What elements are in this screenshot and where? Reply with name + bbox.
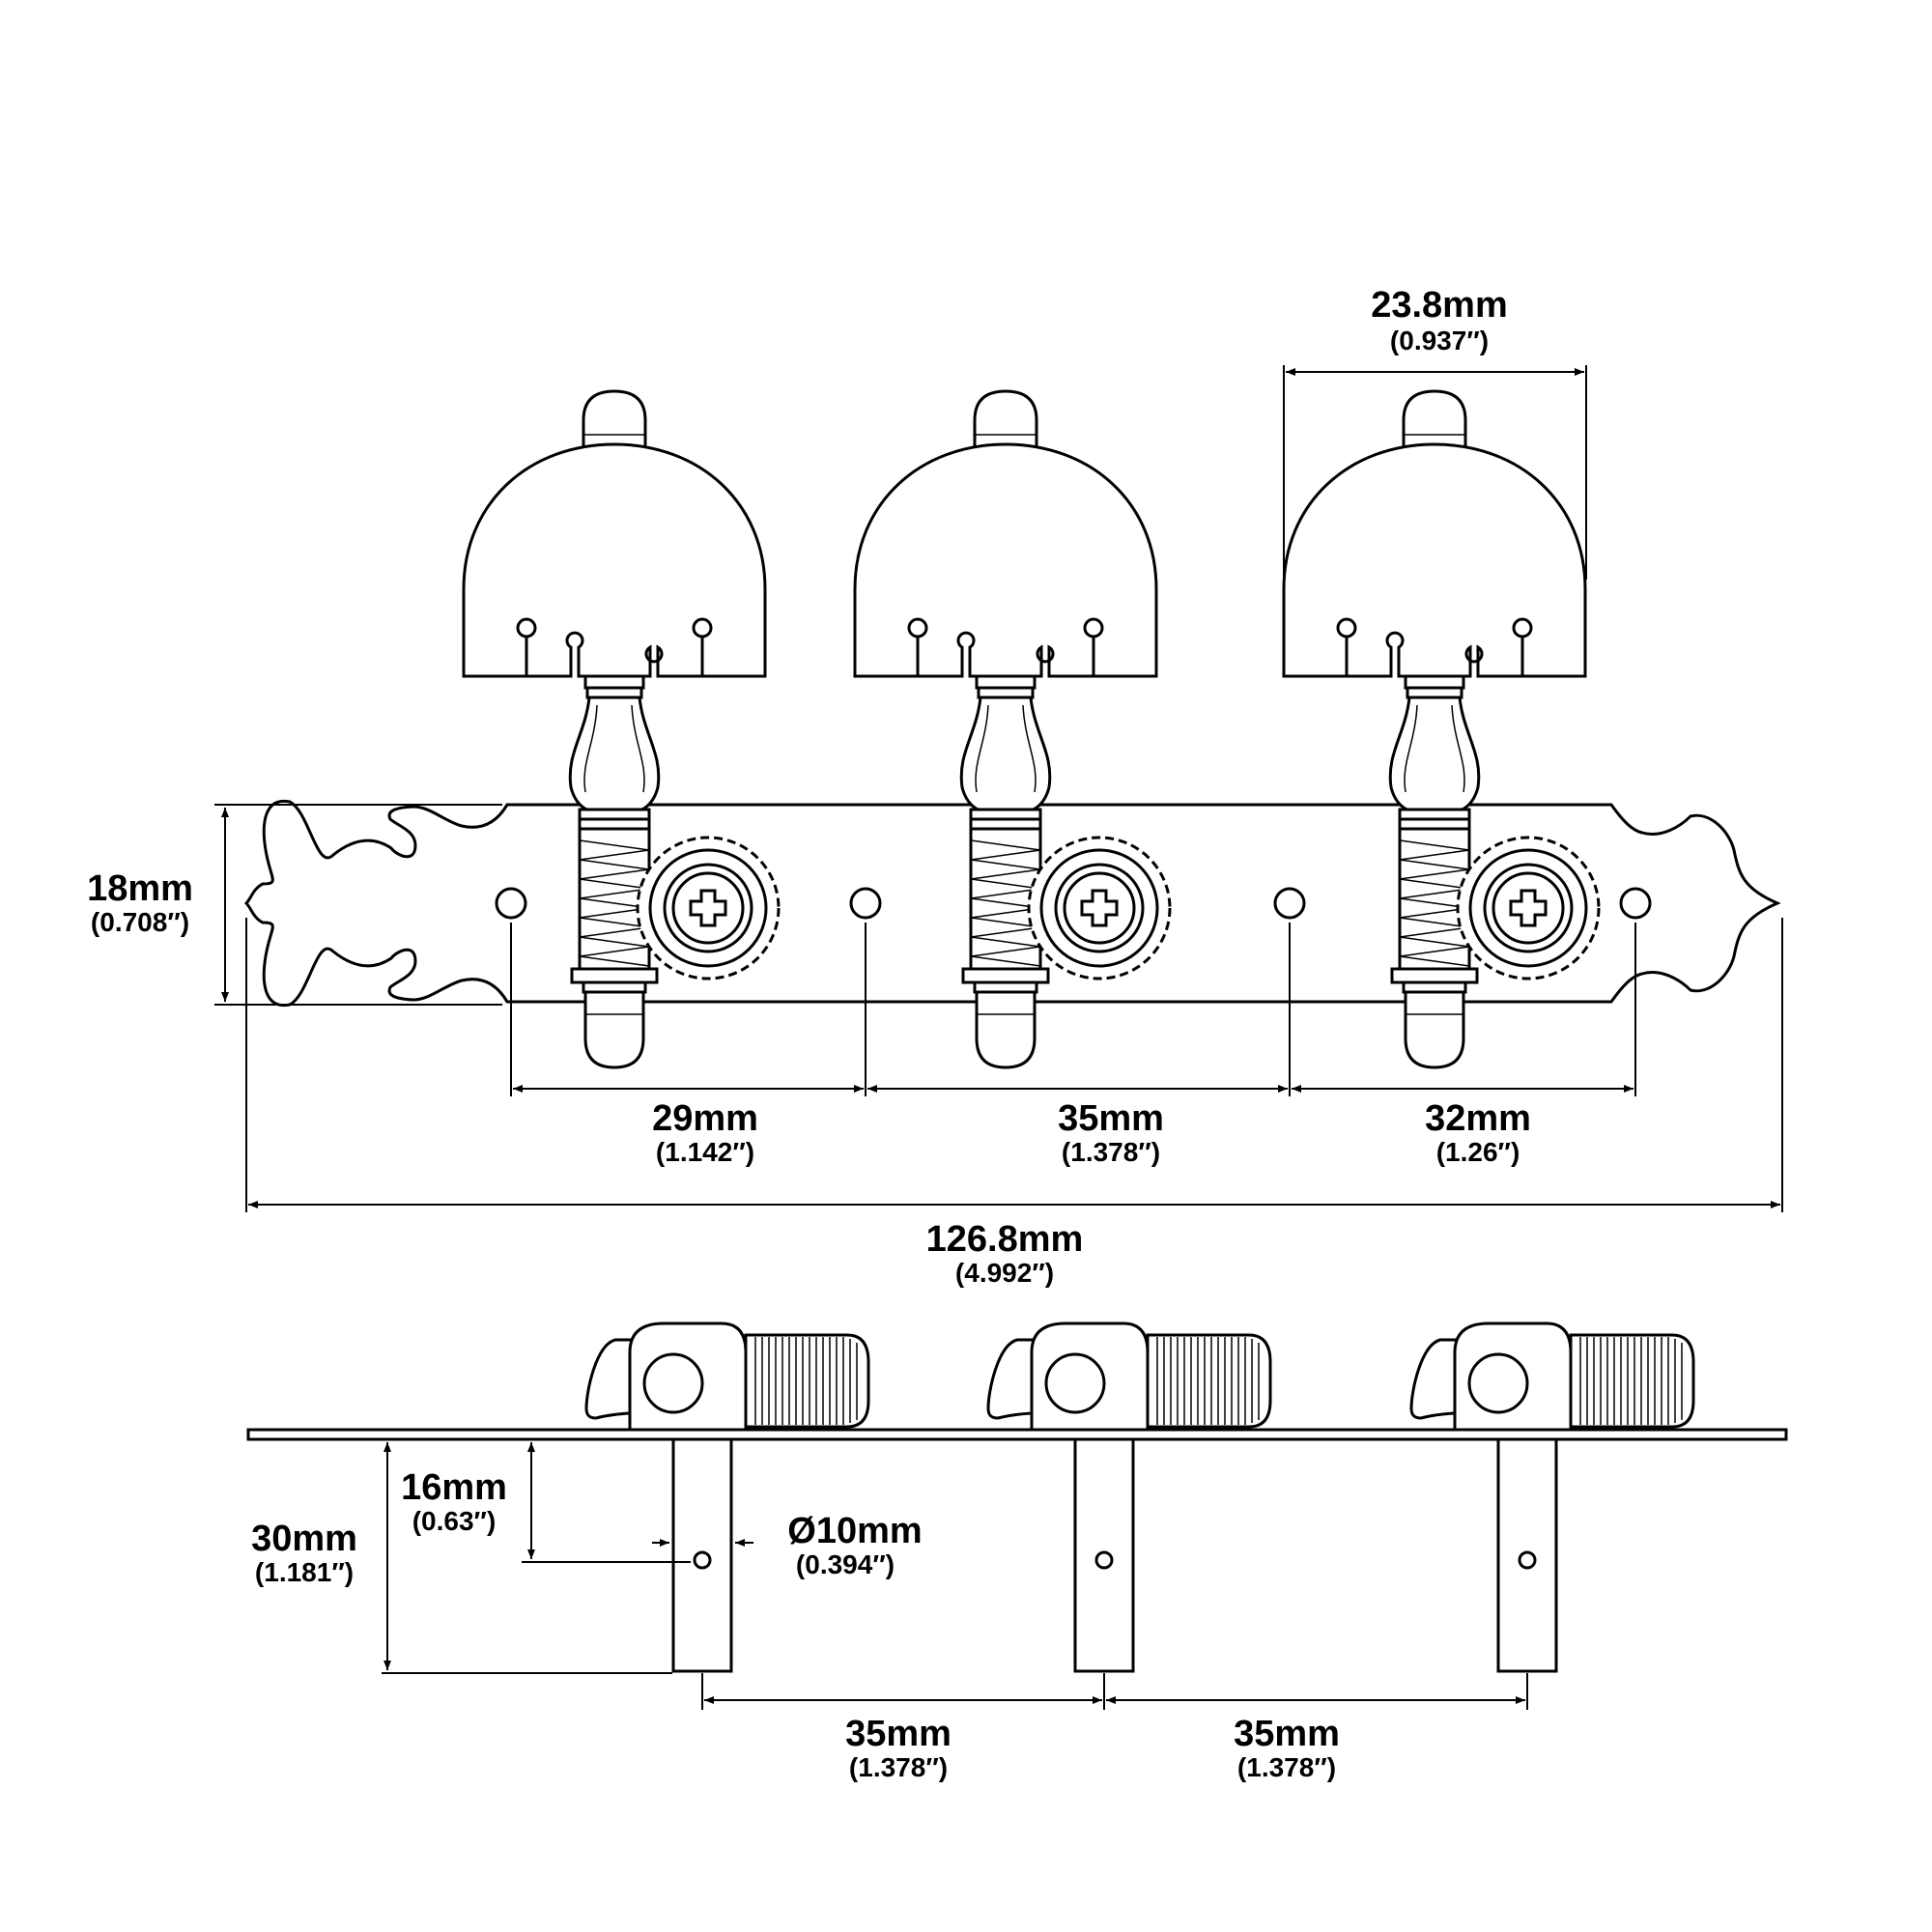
mounting-hole: [1619, 887, 1652, 920]
button-width-inch: (0.937″): [1390, 326, 1489, 355]
post-length-mm: 30mm: [251, 1519, 357, 1559]
gap-3-mm: 32mm: [1425, 1098, 1531, 1139]
top-dimensions: 23.8mm (0.937″) 18mm (0.708″) 29mm (1.14…: [87, 285, 1783, 1288]
mounting-hole: [849, 887, 882, 920]
gap-2-inch: (1.378″): [1062, 1137, 1160, 1167]
total-length-mm: 126.8mm: [926, 1219, 1084, 1260]
hole-height-inch: (0.63″): [412, 1506, 497, 1536]
side-tuner-1: [584, 1321, 870, 1673]
post-spacing-2-mm: 35mm: [1234, 1714, 1340, 1754]
post-length-inch: (1.181″): [255, 1557, 354, 1587]
hole-height-mm: 16mm: [401, 1467, 507, 1508]
side-tuner-3: [1409, 1321, 1695, 1673]
side-view: [246, 1321, 1788, 1673]
post-spacing-1-mm: 35mm: [845, 1714, 952, 1754]
gap-1-mm: 29mm: [652, 1098, 758, 1139]
post-diameter-inch: (0.394″): [796, 1549, 895, 1579]
total-length-inch: (4.992″): [955, 1258, 1054, 1288]
side-dimensions: 30mm (1.181″) 16mm (0.63″) Ø10mm (0.394″…: [251, 1442, 1528, 1782]
post-diameter-mm: Ø10mm: [787, 1511, 922, 1551]
gap-3-inch: (1.26″): [1436, 1137, 1520, 1167]
button-width-mm: 23.8mm: [1371, 285, 1508, 326]
side-plate: [246, 1428, 1788, 1441]
plate-height-inch: (0.708″): [91, 907, 189, 937]
mounting-hole: [1273, 887, 1306, 920]
gap-2-mm: 35mm: [1058, 1098, 1164, 1139]
mounting-hole: [495, 887, 527, 920]
side-tuner-2: [986, 1321, 1272, 1673]
post-spacing-2-inch: (1.378″): [1237, 1752, 1336, 1782]
gap-1-inch: (1.142″): [656, 1137, 754, 1167]
plate-height-mm: 18mm: [87, 868, 193, 909]
post-spacing-1-inch: (1.378″): [849, 1752, 948, 1782]
top-view: [243, 389, 1781, 1069]
